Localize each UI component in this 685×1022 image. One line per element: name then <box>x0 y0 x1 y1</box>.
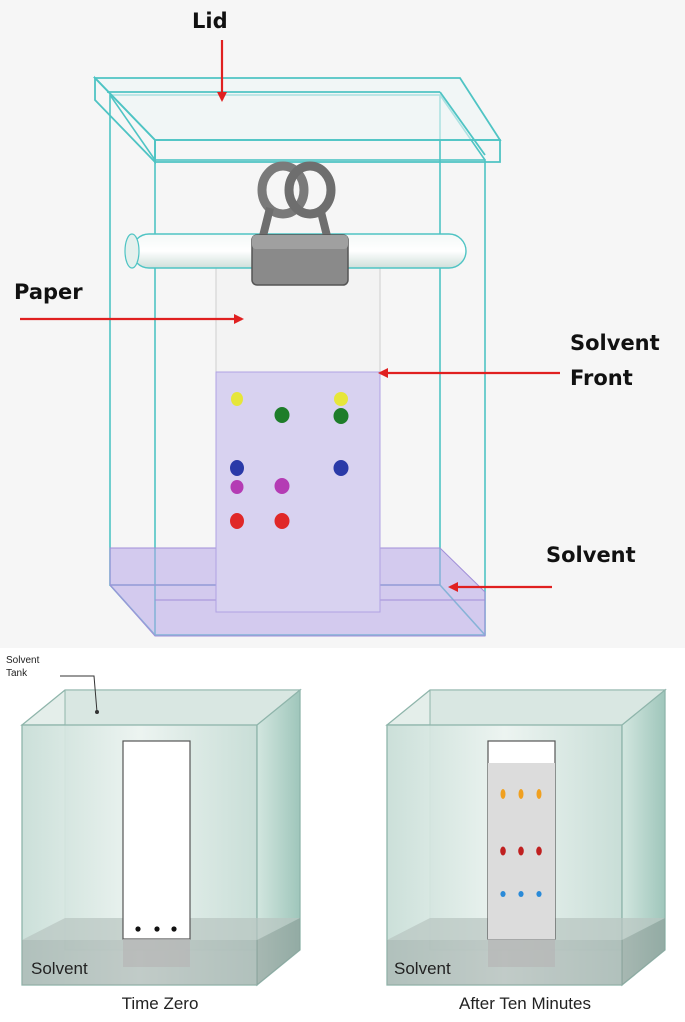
tank-lid <box>92 75 502 165</box>
lid-label: Lid <box>192 9 228 33</box>
start-dot <box>135 926 141 932</box>
spot-blue-left <box>230 460 244 476</box>
spot-yellow-left <box>231 392 243 406</box>
spot-magenta-middle <box>274 478 290 494</box>
start-dot <box>154 926 160 932</box>
callout-leader <box>60 675 98 713</box>
spot-blue <box>536 891 542 897</box>
spot-blue <box>500 891 506 897</box>
spot-blue <box>518 891 524 897</box>
spot-orange <box>500 789 506 799</box>
paper-strip-zero <box>122 740 191 940</box>
solvent-front-label-line1: Solvent <box>570 331 660 355</box>
tank-left-solvent-label: Solvent <box>31 959 88 978</box>
spot-green-right <box>333 408 349 424</box>
spot-green-middle <box>274 407 290 423</box>
tank-right-solvent-label: Solvent <box>394 959 451 978</box>
solvent-front-label-line2: Front <box>570 366 633 390</box>
solvent-tank-callout-line1: Solvent <box>6 655 40 666</box>
spot-magenta-left <box>230 480 244 494</box>
spot-red <box>518 846 524 856</box>
binder-clip <box>251 161 349 286</box>
solvent-tank-callout-line2: Tank <box>6 668 28 679</box>
caption-after-ten-minutes: After Ten Minutes <box>459 994 591 1013</box>
spot-red <box>500 846 506 856</box>
paper-strip <box>215 267 381 613</box>
start-dot <box>171 926 177 932</box>
spot-red-left <box>230 513 244 529</box>
caption-time-zero: Time Zero <box>121 994 199 1013</box>
label-arrows <box>20 40 560 592</box>
spot-yellow-right <box>334 392 348 406</box>
spot-orange <box>536 789 542 799</box>
spot-red <box>536 846 542 856</box>
tank-time-zero <box>20 675 302 987</box>
solvent-soaked-area <box>215 371 381 613</box>
paper-label: Paper <box>14 280 83 304</box>
spot-blue-right <box>333 460 349 476</box>
spot-red-middle <box>274 513 290 529</box>
solvent-label: Solvent <box>546 543 636 567</box>
paper-spots <box>230 392 349 529</box>
tank-after-ten-minutes <box>385 688 667 987</box>
spot-orange <box>518 789 524 799</box>
